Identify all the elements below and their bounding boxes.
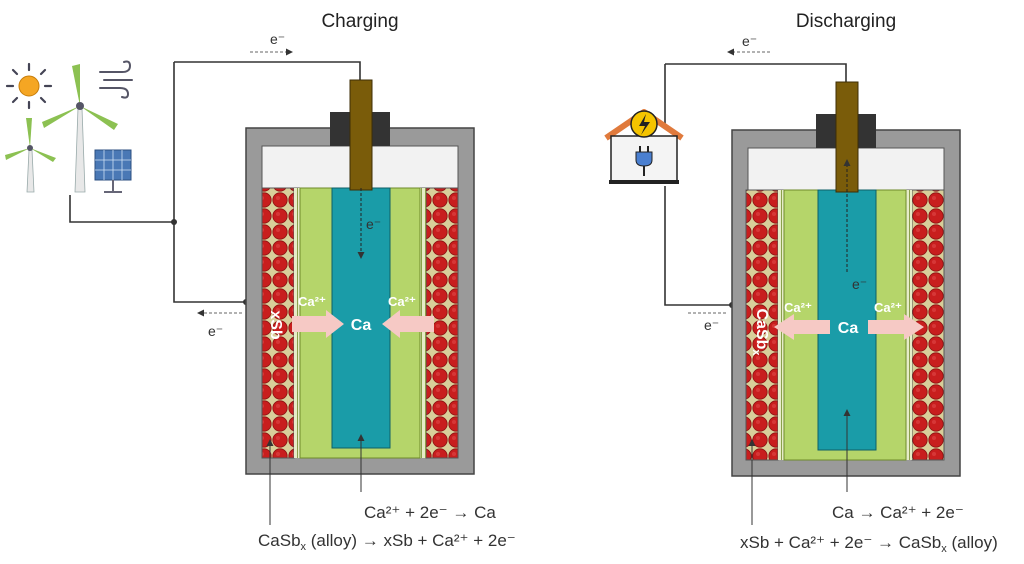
discharging-anode-reaction: Ca → Ca²⁺ + 2e⁻ [832, 503, 964, 522]
charging-electrode-label: xSb [267, 310, 284, 340]
discharging-electrode-label: CaSbx [750, 308, 770, 356]
house-power-icon [604, 109, 684, 184]
ion-arrow-right [382, 310, 434, 338]
discharging-electron-top: e⁻ [742, 33, 757, 49]
discharging-ion-left: Ca²⁺ [784, 300, 812, 315]
charging-anode-label: Ca [351, 317, 372, 334]
discharging-cathode-reaction: xSb + Ca²⁺ + 2e⁻ → CaSbx (alloy) [740, 533, 998, 555]
discharging-electron-side: e⁻ [704, 317, 719, 333]
wire-junction [171, 219, 177, 225]
wind-turbine-icon [42, 64, 118, 193]
charging-electron-top: e⁻ [270, 31, 285, 47]
charging-ion-left: Ca²⁺ [298, 294, 326, 309]
solar-panel-icon [94, 149, 132, 193]
charging-cathode-reaction: CaSbx (alloy) → xSb + Ca²⁺ + 2e⁻ [258, 531, 516, 553]
wind-icon [99, 60, 133, 99]
charging-anode-reaction: Ca²⁺ + 2e⁻ → Ca [364, 503, 496, 522]
sun-icon [5, 62, 53, 110]
discharging-wire [664, 63, 847, 306]
ion-arrow-left [774, 314, 830, 340]
ion-arrow-right [868, 314, 924, 340]
charging-wire [69, 61, 361, 303]
ion-arrow-left [292, 310, 344, 338]
discharging-anode-label: Ca [838, 320, 859, 337]
discharging-title: Discharging [796, 11, 896, 32]
charging-electron-side: e⁻ [208, 323, 223, 339]
calcium-anode [331, 187, 391, 449]
casb-electrode-left [745, 189, 779, 461]
wind-turbine-icon [5, 118, 56, 193]
charging-ion-right: Ca²⁺ [388, 294, 416, 309]
charging-title: Charging [321, 11, 398, 32]
charging-electron-inner: e⁻ [366, 216, 381, 232]
discharging-ion-right: Ca²⁺ [874, 300, 902, 315]
discharging-panel: Discharging e⁻ e⁻ [604, 11, 998, 555]
current-collector [349, 79, 373, 191]
charging-panel: Charging e⁻ e⁻ e⁻ Ca²⁺ Ca [5, 11, 516, 553]
discharging-electron-inner: e⁻ [852, 276, 867, 292]
